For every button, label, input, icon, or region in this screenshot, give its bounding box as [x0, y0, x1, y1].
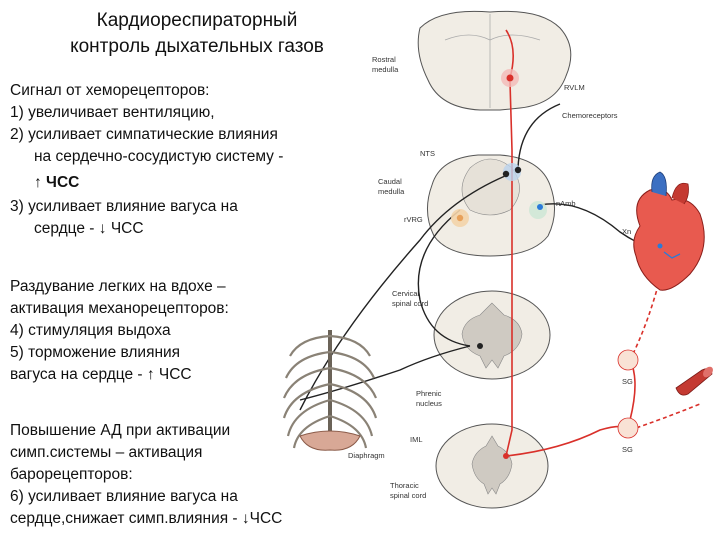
- label-sg-2: SG: [622, 445, 633, 454]
- label-rvrg: rVRG: [404, 215, 423, 224]
- rostral-medulla-section: [417, 10, 572, 111]
- title-line-2: контроль дыхательных газов: [70, 36, 324, 57]
- lung-block: Раздувание легких на вдохе – активация м…: [10, 276, 229, 386]
- label-spinal-cord-2: spinal cord: [390, 491, 426, 500]
- label-nucleus: nucleus: [416, 399, 442, 408]
- label-iml: IML: [410, 435, 423, 444]
- label-namb: nAmb: [556, 199, 576, 208]
- nts-neuron-2: [514, 166, 522, 174]
- title-line-1: Кардиореспираторный: [96, 10, 298, 31]
- bp-line-4: 6) усиливает влияние вагуса на: [10, 488, 238, 505]
- namb-nucleus-halo: [529, 201, 547, 219]
- thoracic-spinal-cord-section: [435, 423, 549, 509]
- label-thoracic: Thoracic: [390, 481, 419, 490]
- chemoreceptor-afferent-line: [517, 103, 561, 169]
- label-cervical: Cervical: [392, 289, 419, 298]
- label-sg-1: SG: [622, 377, 633, 386]
- label-rvlm: RVLM: [564, 83, 585, 92]
- label-diaphragm: Diaphragm: [348, 451, 385, 460]
- namb-nucleus: [537, 204, 543, 210]
- nts-neuron-1: [502, 170, 510, 178]
- descending-sympathetic-line: [505, 81, 513, 457]
- label-caudal: Caudal: [378, 177, 402, 186]
- page-title: Кардиореспираторный контроль дыхательных…: [22, 8, 372, 60]
- bp-line-2: симп.системы – активация: [10, 444, 203, 461]
- rvrg-descending-line: [417, 209, 471, 347]
- label-chemoreceptors: Chemoreceptors: [562, 111, 618, 120]
- cervical-spinal-cord-section: [433, 290, 551, 380]
- lung-line-2: активация механорецепторов:: [10, 300, 229, 317]
- bp-line-3: барорецепторов:: [10, 466, 133, 483]
- diagram-labels: Rostral medulla RVLM Chemoreceptors NTS …: [348, 55, 633, 500]
- sg-ganglion-1: [617, 349, 639, 371]
- chemo-item-3b: сердце - ↓ ЧСС: [34, 220, 144, 237]
- phrenic-to-diaphragm-line: [299, 345, 471, 401]
- lung-line-1: Раздувание легких на вдохе –: [10, 278, 226, 295]
- lung-line-3: 4) стимуляция выдоха: [10, 322, 171, 339]
- lung-line-4: 5) торможение влияния: [10, 344, 181, 361]
- label-phrenic: Phrenic: [416, 389, 442, 398]
- label-medulla: medulla: [372, 65, 399, 74]
- label-spinal-cord: spinal cord: [392, 299, 428, 308]
- chemo-item-3a: 3) усиливает влияние вагуса на: [10, 198, 238, 215]
- lung-line-5: вагуса на сердце - ↑ ЧСС: [10, 366, 192, 383]
- bp-line-1: Повышение АД при активации: [10, 422, 231, 439]
- lung-afferent-line: [299, 175, 506, 411]
- iml-nucleus: [503, 453, 509, 459]
- label-medulla-2: medulla: [378, 187, 405, 196]
- rvrg-nucleus: [456, 214, 464, 222]
- heart-icon: [633, 171, 705, 291]
- bp-block: Повышение АД при активации симп.системы …: [10, 420, 282, 530]
- ribcage-icon: [282, 330, 378, 451]
- chemo-item-2a: 2) усиливает симпатические влияния: [10, 126, 278, 143]
- chemo-item-2c: ↑ ЧСС: [34, 174, 80, 191]
- chemo-heading: Сигнал от хеморецепторов:: [10, 82, 210, 99]
- chemo-item-2b: на сердечно-сосудистую систему -: [34, 148, 284, 165]
- rvlm-nucleus: [506, 74, 514, 82]
- nuclei: [451, 69, 639, 459]
- label-rostral: Rostral: [372, 55, 396, 64]
- label-xn: Xn: [622, 227, 631, 236]
- blood-vessel-icon: [675, 366, 713, 396]
- phrenic-nucleus: [477, 343, 483, 349]
- bp-line-5: сердце,снижает симп.влияния - ↓ЧСС: [10, 510, 283, 527]
- label-nts: NTS: [420, 149, 435, 158]
- chemoreceptor-block: Сигнал от хеморецепторов: 1) увеличивает…: [10, 80, 283, 240]
- chemo-item-1: 1) увеличивает вентиляцию,: [10, 104, 215, 121]
- sg-ganglion-2: [617, 417, 639, 439]
- vascular-sympathetic-dashed: [629, 403, 701, 431]
